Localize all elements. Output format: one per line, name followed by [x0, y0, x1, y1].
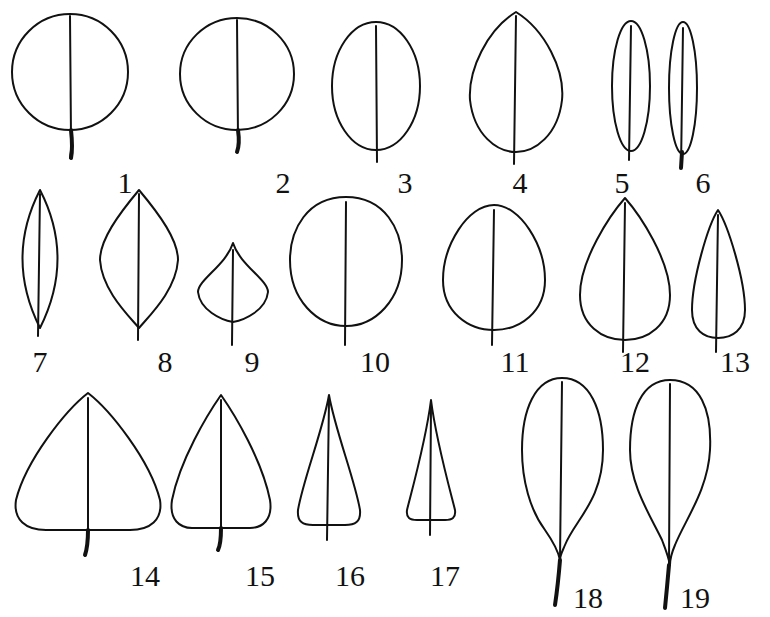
callout-number: 5: [615, 168, 630, 198]
leaf-petiole: [555, 560, 560, 605]
leaf-vein: [38, 194, 40, 336]
callout-number: 19: [680, 583, 710, 613]
leaf-petiole: [681, 152, 682, 168]
leaf-vein: [681, 28, 683, 168]
callout-number: 10: [360, 347, 390, 377]
leaf-vein: [430, 406, 431, 535]
leaf-petiole: [237, 130, 239, 152]
callout-number: 6: [696, 168, 711, 198]
callout-number: 13: [720, 347, 750, 377]
leaf-vein: [327, 400, 329, 540]
leaf-vein: [376, 26, 377, 162]
leaf-vein: [555, 382, 562, 605]
leaf-vein: [237, 20, 238, 152]
leaf-vein: [345, 202, 346, 345]
callout-number: 17: [430, 561, 460, 591]
leaf-petiole: [218, 528, 221, 550]
leaf-vein: [492, 210, 494, 345]
leaf-vein: [138, 194, 139, 340]
leaf-vein: [70, 16, 71, 158]
leaf-vein: [623, 203, 625, 352]
leaf-vein: [232, 250, 233, 345]
callout-number: 11: [501, 347, 530, 377]
callout-number: 1: [118, 168, 133, 198]
callout-number: 18: [573, 583, 603, 613]
callout-number: 15: [245, 561, 275, 591]
callout-number: 16: [335, 561, 365, 591]
leaf-vein: [85, 398, 88, 555]
leaf-vein: [218, 400, 221, 550]
leaf-petiole: [85, 530, 88, 555]
callout-number: 4: [513, 168, 528, 198]
leaf-vein: [716, 215, 718, 352]
callout-number: 14: [130, 561, 160, 591]
callout-number: 2: [276, 168, 291, 198]
callout-number: 9: [245, 347, 260, 377]
leaf-vein: [629, 26, 631, 160]
callout-number: 8: [158, 347, 173, 377]
leaf-petiole: [71, 130, 72, 158]
leaf-vein: [514, 16, 516, 164]
callout-number: 12: [620, 347, 650, 377]
callout-number: 3: [398, 168, 413, 198]
leaf-petiole: [665, 565, 669, 608]
callout-number: 7: [33, 347, 48, 377]
leaf-vein: [665, 384, 670, 608]
